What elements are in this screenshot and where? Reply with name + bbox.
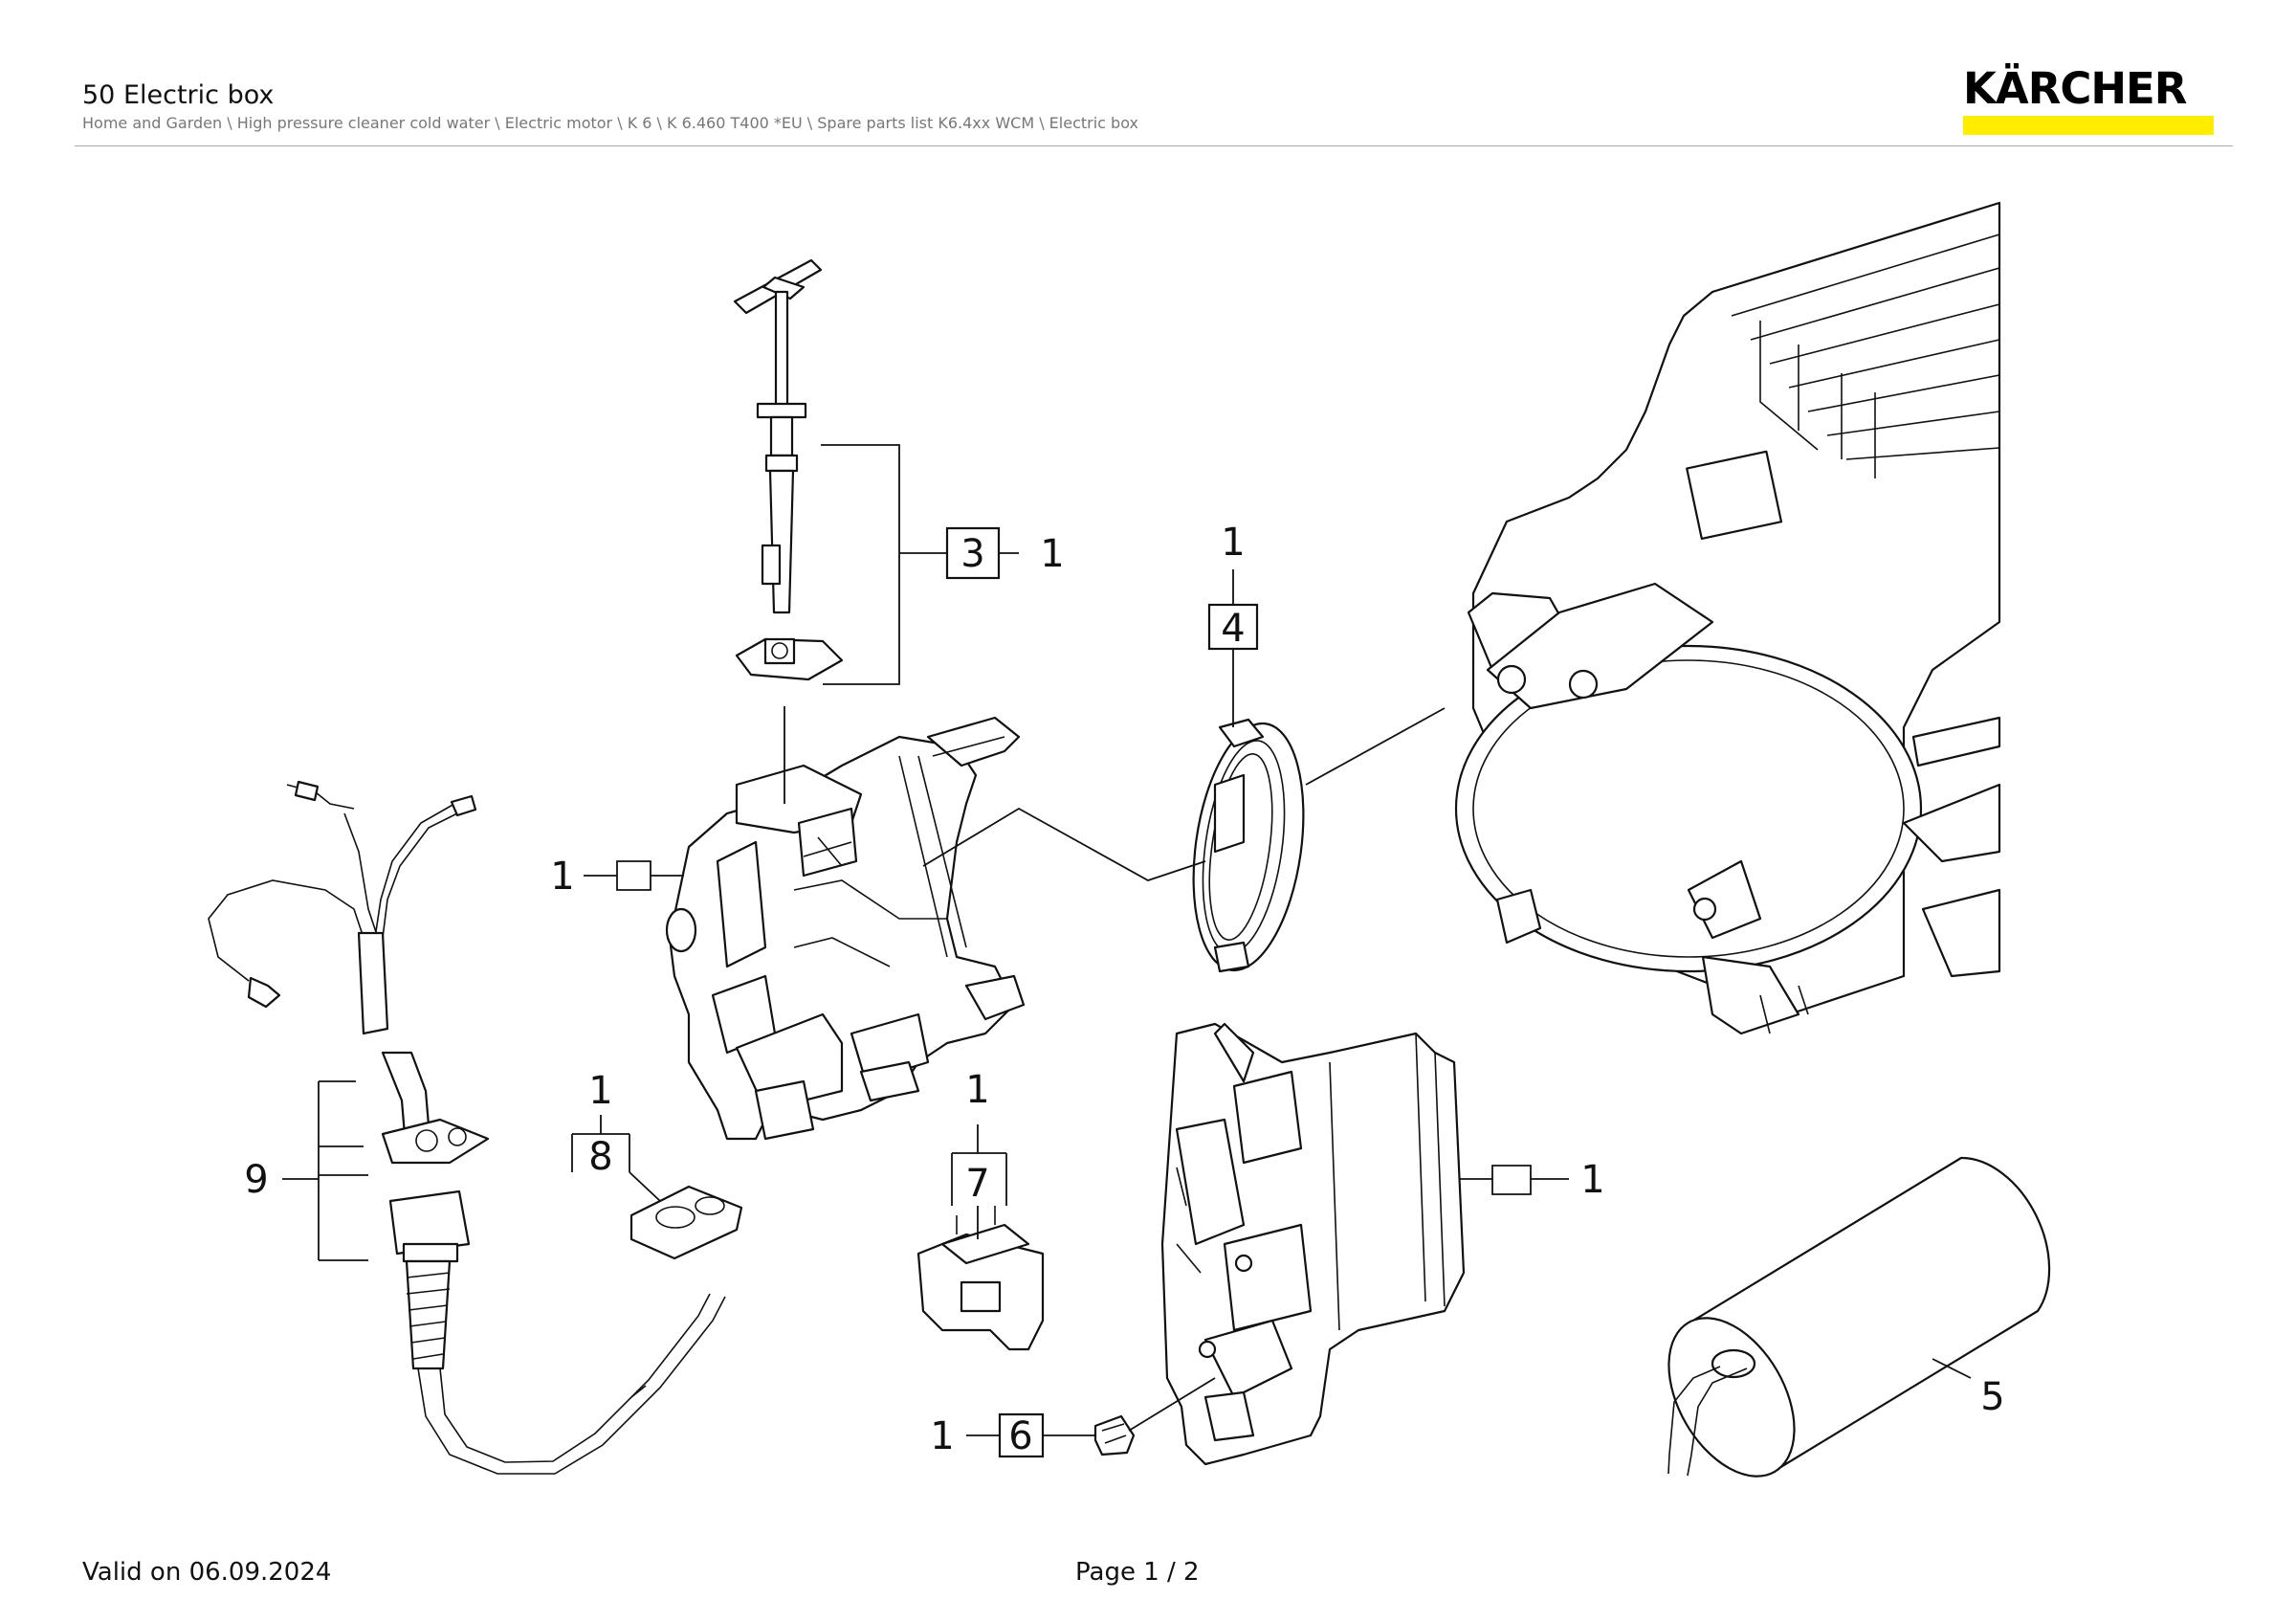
part-5-capacitor-drawing [1667, 1156, 2051, 1478]
callout-4-qty: 1 [1221, 521, 1245, 565]
callout-5: 5 [1980, 1375, 2004, 1419]
callout-3-qty: 1 [1040, 532, 1064, 576]
callout-box-4 [1207, 603, 1259, 651]
callout-8-qty: 1 [588, 1069, 612, 1113]
electric-box-housing-right-drawing [1160, 1022, 1466, 1466]
part-4-seal-drawing [1192, 718, 1305, 973]
leader-lines [282, 444, 1972, 1436]
callout-9: 9 [244, 1158, 268, 1202]
motor-housing-drawing [1454, 201, 2001, 1035]
logo-yellow-bar [1963, 116, 2214, 135]
header-divider [75, 145, 2233, 146]
callout-7-qty: 1 [965, 1068, 989, 1112]
callout-1-left: 1 [550, 855, 574, 899]
callout-6: 6 [1008, 1414, 1032, 1458]
karcher-logo: KÄRCHER [1963, 67, 2216, 137]
breadcrumb: Home and Garden \ High pressure cleaner … [82, 114, 1138, 132]
callout-box-6 [998, 1412, 1045, 1458]
callout-3: 3 [960, 532, 984, 576]
logo-wordmark: KÄRCHER [1963, 63, 2187, 114]
callout-1-right: 1 [1580, 1158, 1604, 1202]
footer-valid-date: Valid on 06.09.2024 [82, 1558, 332, 1587]
part-7-switch-drawing [916, 1206, 1045, 1351]
callout-6-qty: 1 [930, 1414, 954, 1458]
footer-page-number: Page 1 / 2 [1075, 1558, 1200, 1587]
part-8-grommet-drawing [629, 1185, 743, 1260]
callout-4: 4 [1221, 607, 1245, 651]
part-3-shaft-drawing [733, 258, 844, 681]
callout-box-3 [945, 526, 1001, 580]
part-6-nut-drawing [1093, 1414, 1136, 1456]
callout-8: 8 [588, 1135, 612, 1179]
callout-7: 7 [965, 1162, 989, 1206]
page-title: 50 Electric box [82, 80, 275, 110]
electric-box-housing-left-drawing [665, 716, 1026, 1141]
part-9-cable-drawing [208, 780, 726, 1475]
